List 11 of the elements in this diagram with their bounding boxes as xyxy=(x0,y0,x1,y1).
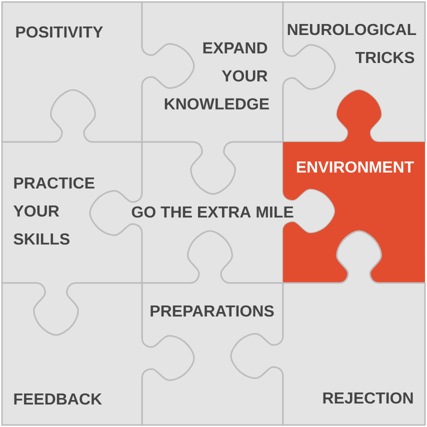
piece-label: POSITIVITY xyxy=(16,26,103,38)
piece-label: NEUROLOGICAL TRICKS xyxy=(288,24,416,64)
puzzle-piece xyxy=(282,1,426,143)
piece-label: REJECTION xyxy=(323,392,413,404)
piece-label: GO THE EXTRA MILE xyxy=(132,206,294,218)
puzzle-piece xyxy=(141,230,284,426)
piece-label: ENVIRONMENT xyxy=(296,161,414,173)
piece-label: EXPAND YOUR KNOWLEDGE xyxy=(164,42,269,110)
piece-label: FEEDBACK xyxy=(14,393,102,405)
piece-label: PRACTICE YOUR SKILLS xyxy=(13,177,94,245)
piece-label: PREPARATIONS xyxy=(150,305,274,317)
